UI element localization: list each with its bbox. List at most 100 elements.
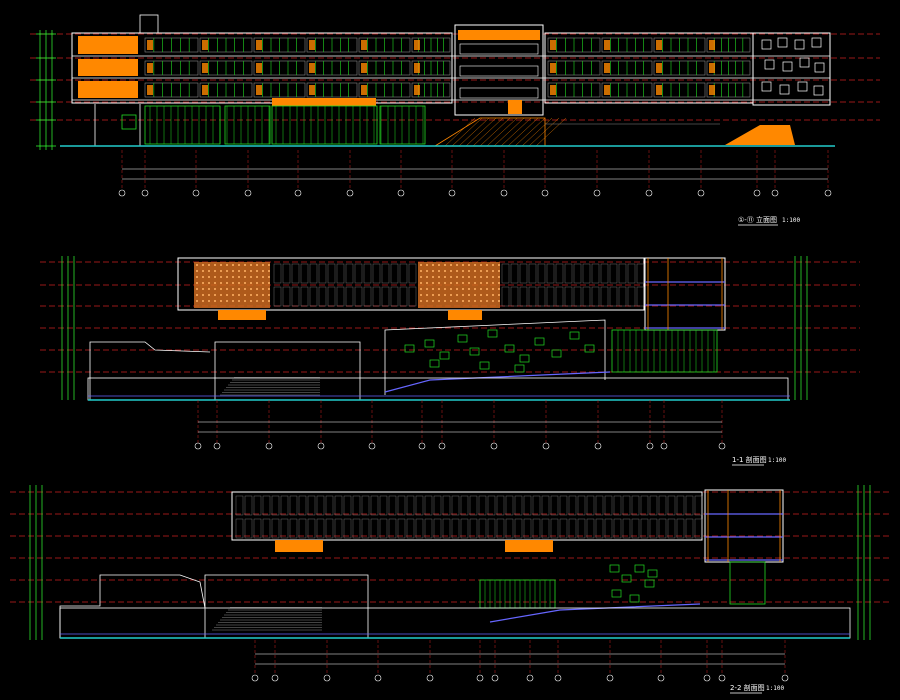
axis-bubble <box>606 674 614 682</box>
screen-dot <box>232 270 234 272</box>
screen-dot <box>486 270 488 272</box>
window-accent <box>604 63 610 73</box>
screen-dot <box>480 294 482 296</box>
mesh-cell <box>595 518 604 539</box>
screen-dot <box>498 288 500 290</box>
window-accent <box>414 85 420 95</box>
screen-dot <box>262 300 264 302</box>
screen-dot <box>262 276 264 278</box>
axis-bubble <box>526 674 534 682</box>
screen-dot <box>474 300 476 302</box>
atrium-window <box>551 349 562 358</box>
mesh-cell <box>618 286 627 307</box>
mesh-cell <box>528 263 537 284</box>
atrium-window <box>569 331 580 340</box>
axis-bubble <box>593 189 601 197</box>
mesh-cell <box>658 518 667 539</box>
screen-dot <box>426 276 428 278</box>
mesh-cell <box>354 263 363 284</box>
interior-ramp <box>489 603 701 623</box>
screen-dot <box>420 288 422 290</box>
axis-bubble <box>697 189 705 197</box>
screen-dot <box>462 288 464 290</box>
axis-bubble <box>703 674 711 682</box>
mesh-cell <box>325 518 334 539</box>
screen-dot <box>420 270 422 272</box>
window-accent <box>656 63 662 73</box>
tower-columns <box>707 490 781 562</box>
axis-bubble <box>346 189 354 197</box>
screen-dot <box>238 264 240 266</box>
axis-bubble <box>718 442 726 450</box>
screen-dot <box>208 270 210 272</box>
mesh-cell <box>388 495 397 516</box>
mesh-cell <box>478 518 487 539</box>
screen-dot <box>232 276 234 278</box>
hatch-line <box>535 117 567 147</box>
mesh-cell <box>559 495 568 516</box>
mesh-cell <box>631 495 640 516</box>
screen-dot <box>220 288 222 290</box>
mesh-cell <box>627 286 636 307</box>
screen-dot <box>456 270 458 272</box>
screen-dot <box>250 276 252 278</box>
axis-bubble <box>118 189 126 197</box>
mesh-cell <box>388 518 397 539</box>
screen-dot <box>486 300 488 302</box>
view-scale: 1:100 <box>766 685 784 692</box>
screen-dot <box>438 270 440 272</box>
hatch-line <box>479 117 511 147</box>
screen-dot <box>462 276 464 278</box>
screen-dot <box>196 294 198 296</box>
mesh-cell <box>469 495 478 516</box>
mesh-cell <box>298 495 307 516</box>
screen-dot <box>486 264 488 266</box>
mesh-cell <box>568 518 577 539</box>
window-accent <box>309 40 315 50</box>
hatch-line <box>486 117 518 147</box>
main-block-left <box>71 32 453 104</box>
axis-bubble <box>753 189 761 197</box>
entrance-canopy <box>272 98 376 106</box>
window-accent <box>604 40 610 50</box>
mesh-cell <box>298 518 307 539</box>
mesh-cell <box>591 286 600 307</box>
screen-dot <box>474 270 476 272</box>
mesh-cell <box>390 286 399 307</box>
screen-dot <box>244 288 246 290</box>
mesh-cell <box>424 495 433 516</box>
screen-dot <box>492 276 494 278</box>
view-scale: 1:100 <box>782 217 800 224</box>
screen-dot <box>214 264 216 266</box>
mesh-cell <box>478 495 487 516</box>
screen-dot <box>468 294 470 296</box>
screen-dot <box>256 288 258 290</box>
mesh-cell <box>408 286 417 307</box>
mesh-cell <box>667 518 676 539</box>
screen-dot <box>226 288 228 290</box>
screen-dot <box>220 264 222 266</box>
mesh-cell <box>334 495 343 516</box>
axis-markers <box>251 640 789 682</box>
mesh-cell <box>433 518 442 539</box>
screen-dot <box>268 294 270 296</box>
screen-dot <box>202 264 204 266</box>
screen-dot <box>450 300 452 302</box>
mesh-cell <box>352 495 361 516</box>
mesh-cell <box>345 263 354 284</box>
axis-bubble <box>194 442 202 450</box>
mesh-cell <box>361 518 370 539</box>
front-elevation-view: ①-⑪ 立面图 1:100 <box>30 14 880 226</box>
screen-dot <box>480 282 482 284</box>
auditorium-roof <box>89 341 211 400</box>
mesh-cell <box>510 286 519 307</box>
mesh-cell <box>307 495 316 516</box>
mesh-cell <box>469 518 478 539</box>
mesh-cell <box>555 263 564 284</box>
mesh-cell <box>568 495 577 516</box>
mesh-cell <box>363 263 372 284</box>
mesh-cell <box>451 495 460 516</box>
atrium-window <box>479 361 490 370</box>
screen-dot <box>426 264 428 266</box>
mesh-cell <box>519 263 528 284</box>
